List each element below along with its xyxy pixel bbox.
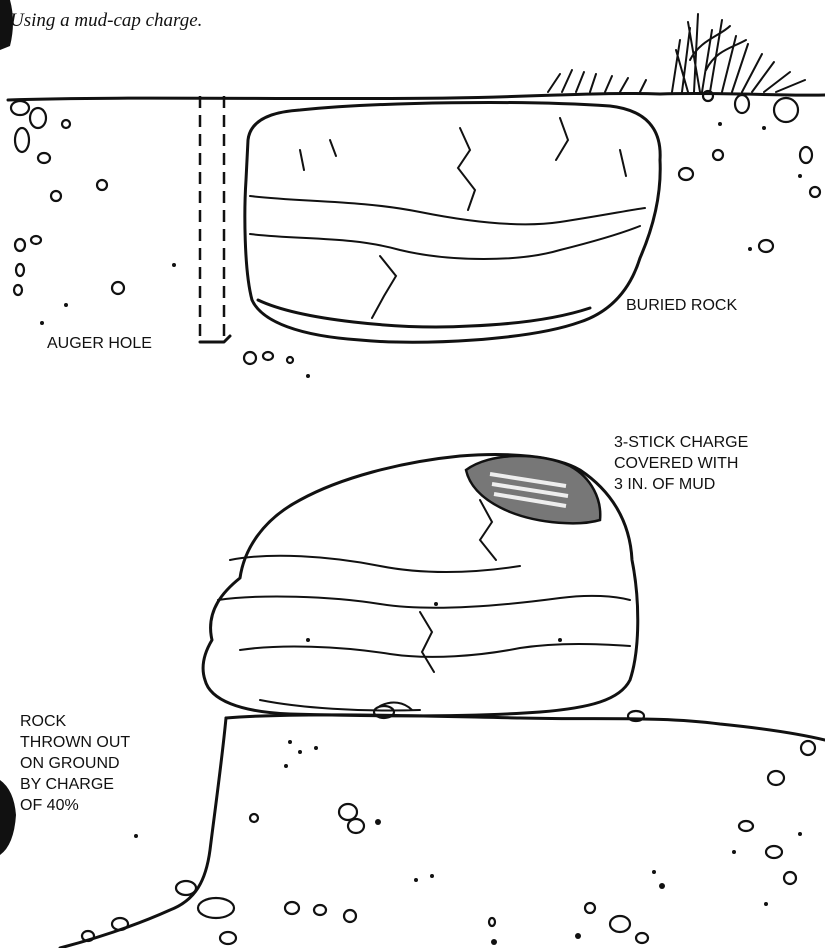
label-thrown-rock: ROCK THROWN OUT ON GROUND BY CHARGE OF 4… <box>20 711 130 816</box>
label-buried-rock: BURIED ROCK <box>626 295 737 316</box>
grass-tuft-icon <box>548 14 805 92</box>
mound-ground <box>60 715 825 948</box>
edge-tab-bottom <box>0 780 16 855</box>
auger-hole <box>200 96 230 342</box>
mound-pebbles <box>82 602 815 945</box>
label-auger-hole: AUGER HOLE <box>47 333 152 354</box>
figure-caption: Using a mud-cap charge. <box>10 10 202 32</box>
label-charge: 3-STICK CHARGE COVERED WITH 3 IN. OF MUD <box>614 432 748 495</box>
buried-rock <box>245 103 660 343</box>
